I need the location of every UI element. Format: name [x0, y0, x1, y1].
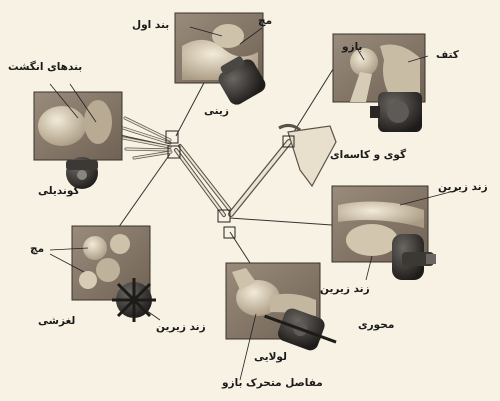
label-first-phalanx: بند اول — [132, 20, 169, 32]
label-ulna-right-lower: زند زیرین — [320, 284, 370, 296]
label-shoulder: کتف — [436, 50, 459, 62]
label-ulna-bottom: زند زیرین — [156, 322, 206, 334]
panel-condyloid — [34, 92, 122, 189]
panel-hinge — [226, 263, 342, 358]
label-ball-socket: گوی و کاسه‌ای — [330, 150, 406, 162]
label-wrist-left: مچ — [30, 244, 44, 256]
panel-gliding — [72, 226, 156, 322]
label-pivot: محوری — [358, 320, 394, 332]
label-phalanges: بندهای انگشت — [8, 62, 82, 74]
label-gliding: لغزشی — [38, 316, 75, 328]
label-condyloid: کوندیلی — [38, 186, 80, 198]
label-wrist-top: مچ — [258, 16, 272, 28]
label-humerus-bottom: بازو — [222, 378, 242, 390]
panel-saddle — [175, 13, 268, 108]
label-hinge: لولایی — [254, 352, 287, 364]
arm-skeleton — [123, 118, 336, 238]
label-synovial: مفاصل متحرک — [246, 378, 323, 390]
label-saddle: زینی — [204, 106, 229, 118]
label-humerus: بازو — [342, 42, 362, 54]
label-ulna-right: زند زیرین — [438, 182, 488, 194]
